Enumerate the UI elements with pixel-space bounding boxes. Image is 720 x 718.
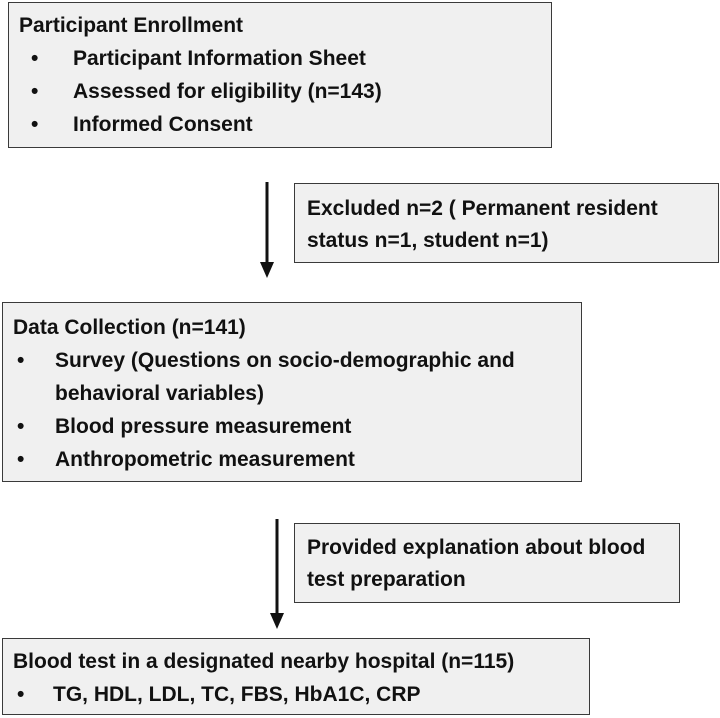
explanation-text: Provided explanation about blood test pr…	[307, 536, 646, 591]
bullet-icon: •	[31, 113, 39, 136]
list-item: •TG, HDL, LDL, TC, FBS, HbA1C, CRP	[13, 678, 589, 711]
enrollment-list: •Participant Information Sheet •Assessed…	[19, 42, 551, 141]
enrollment-title: Participant Enrollment	[19, 14, 244, 37]
data-collection-title: Data Collection (n=141)	[13, 316, 246, 339]
arrow-down-icon	[270, 519, 284, 629]
list-item: •Blood pressure measurement	[13, 410, 581, 443]
excluded-box: Excluded n=2 ( Permanent resident status…	[294, 183, 719, 263]
blood-test-list: •TG, HDL, LDL, TC, FBS, HbA1C, CRP	[13, 678, 589, 711]
bullet-icon: •	[31, 47, 39, 70]
bullet-icon: •	[17, 349, 25, 372]
enrollment-box: Participant Enrollment •Participant Info…	[8, 2, 552, 148]
excluded-text: Excluded n=2 ( Permanent resident status…	[307, 197, 658, 252]
blood-test-title: Blood test in a designated nearby hospit…	[13, 650, 515, 673]
list-item: •Anthropometric measurement	[13, 443, 581, 476]
data-collection-list: •Survey (Questions on socio-demographic …	[13, 344, 581, 476]
list-item: •Assessed for eligibility (n=143)	[19, 75, 551, 108]
bullet-icon: •	[17, 448, 25, 471]
list-item: •Survey (Questions on socio-demographic …	[13, 344, 581, 410]
arrow-down-icon	[260, 182, 274, 278]
bullet-icon: •	[17, 683, 25, 706]
list-item: •Informed Consent	[19, 108, 551, 141]
blood-test-box: Blood test in a designated nearby hospit…	[2, 638, 590, 715]
list-item: •Participant Information Sheet	[19, 42, 551, 75]
data-collection-box: Data Collection (n=141) •Survey (Questio…	[2, 302, 582, 482]
bullet-icon: •	[31, 80, 39, 103]
bullet-icon: •	[17, 415, 25, 438]
explanation-box: Provided explanation about blood test pr…	[294, 523, 680, 603]
